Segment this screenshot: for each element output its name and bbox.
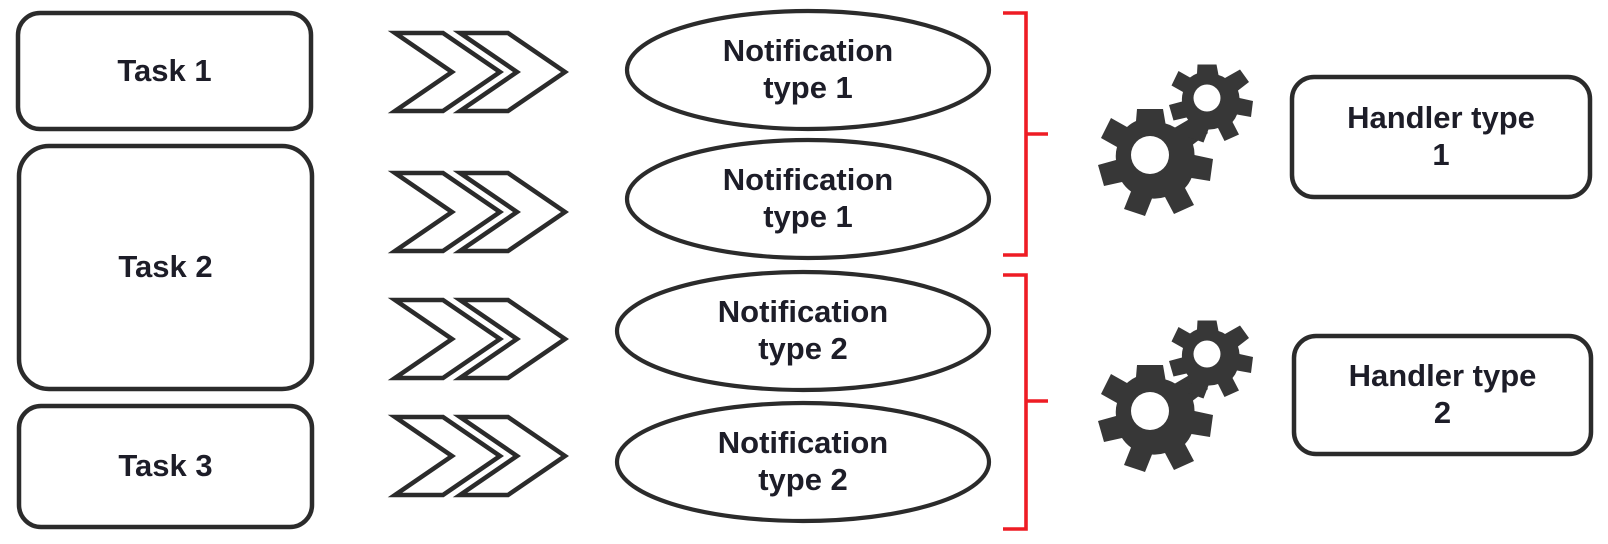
task-box-3[interactable] bbox=[16, 403, 315, 530]
bracket-type-2 bbox=[1003, 273, 1048, 531]
handler-box-1[interactable] bbox=[1289, 74, 1593, 200]
double-chevron-right-icon-4 bbox=[387, 414, 569, 498]
double-chevron-right-icon-2 bbox=[387, 170, 569, 254]
notification-ellipse-1[interactable] bbox=[624, 8, 992, 132]
gears-icon-1 bbox=[1098, 64, 1253, 216]
double-chevron-right-icon-3 bbox=[387, 297, 569, 381]
notification-ellipse-4[interactable] bbox=[614, 400, 992, 524]
notification-ellipse-2[interactable] bbox=[624, 137, 992, 261]
task-box-2[interactable] bbox=[16, 143, 315, 392]
gears-icon-2 bbox=[1098, 320, 1253, 472]
handler-box-2[interactable] bbox=[1291, 333, 1594, 457]
bracket-type-1 bbox=[1003, 11, 1048, 257]
double-chevron-right-icon-1 bbox=[387, 30, 569, 114]
task-box-1[interactable] bbox=[15, 10, 314, 132]
notification-ellipse-3[interactable] bbox=[614, 269, 992, 393]
